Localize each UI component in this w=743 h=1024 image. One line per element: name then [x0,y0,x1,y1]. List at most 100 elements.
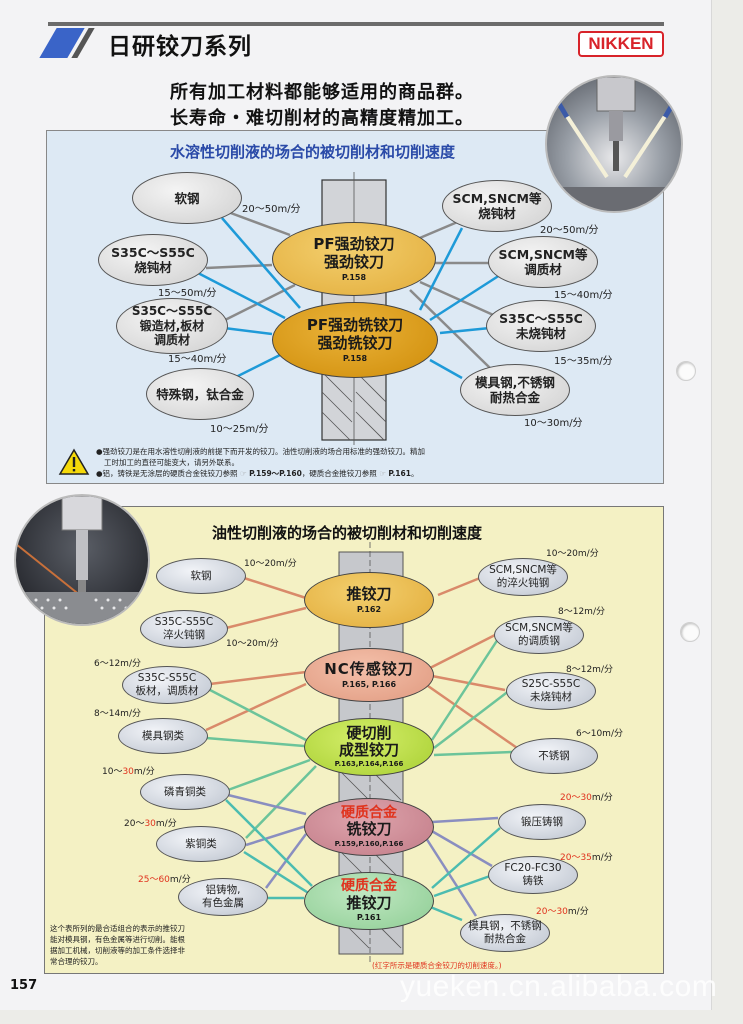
page-title: 日研铰刀系列 [108,34,252,60]
tool-name-alt: 强劲铰刀 [323,253,384,272]
material-label-2: 调质材 [524,262,562,277]
tool-name: 硬切削 [346,724,392,743]
material-label: S35C～S55C [499,311,583,326]
material-label: S35C-S55C [154,616,214,629]
material-copper: 紫铜类 [156,826,246,862]
water-notes: ●强劲铰刀是在用水溶性切削液的前提下而开发的铰刀。油性切削液的场合用标准的强劲铰… [96,447,536,480]
oil-section-title: 油性切削液的场合的被切削材和切削速度 [212,524,483,542]
speed-label: 6～12m/分 [94,656,141,669]
material-label: S35C～S55C [131,304,213,319]
tool-name: PF强劲铰刀 [313,235,395,254]
material-s35c-forged: S35C～S55C 锻造材,板材 调质材 [116,298,228,354]
speed-value: 10～20m/分 [244,559,297,569]
speed-unit: m/分 [567,907,589,917]
material-label-2: 有色金属 [202,897,244,909]
material-label-2: 锻造材,板材 [139,318,205,333]
page-ref: P.158 [341,273,367,283]
note-text: 。 [410,468,419,478]
tool-nc-sensor-reamer: NC传感铰刀 P.165, P.166 [304,648,434,702]
tool-carbide-mill-reamer: 硬质合金 铣铰刀 P.159,P.160,P.166 [304,798,434,856]
page-ref: P.161 [388,468,411,478]
speed-label: 10～30m/分 [102,764,155,777]
material-label: SCM,SNCM等 [498,247,588,262]
speed-value-red: 20～30 [560,793,592,803]
material-label-2: 耐热合金 [489,390,540,405]
material-forged-cast-steel: 锻压铸钢 [498,804,586,840]
material-label: 磷青铜类 [164,785,206,798]
tool-name-alt: 强劲铣铰刀 [317,334,393,353]
speed-label: 15～40m/分 [554,290,613,301]
speed-unit: m/分 [591,853,613,863]
page-ref: P.162 [356,605,382,615]
speed-value: 10～ [102,767,123,777]
speed-label: 10～20m/分 [244,556,297,569]
speed-label: 6～10m/分 [576,726,623,739]
material-label: SCM,SNCM等 [452,191,542,206]
tool-material-red: 硬质合金 [341,804,397,821]
speed-value-red: 20～35 [560,853,592,863]
note-line: 工时加工的直径可能变大，请另外联系。 [104,457,239,467]
page-ref: P.159～P.160 [249,468,302,478]
speed-value: 6～12m/分 [94,659,141,669]
material-label: S25C-S55C [521,678,581,691]
material-die-stainless-heat: 模具钢，不锈钢耐热合金 [460,914,550,952]
material-label: SCM,SNCM等 [505,622,573,635]
speed-label: 10～25m/分 [210,424,269,435]
speed-label: 20～50m/分 [242,204,301,215]
note-line: 据加工机械，切削液等的加工条件选择非 [50,945,185,955]
warning-icon [58,448,90,475]
tool-carbide-push-reamer: 硬质合金 推铰刀 P.161 [304,872,434,930]
speed-label: 20～30m/分 [536,904,589,917]
tool-name: PF强劲铣铰刀 [306,316,404,335]
material-label-2: 板材，调质材 [135,685,199,697]
hand-pointer-icon: ☞ [239,468,247,478]
speed-label: 20～30m/分 [560,790,613,803]
page-ref: P.161 [356,913,382,923]
tagline-1: 所有加工材料都能够适用的商品群。 [170,82,474,103]
tool-name: NC传感铰刀 [324,660,414,679]
page-ref: P.163,P.164,P.166 [334,760,404,769]
speed-label: 20～30m/分 [124,816,177,829]
tool-name: 铣铰刀 [346,820,392,839]
material-scm-annealed: SCM,SNCM等 烧钝材 [442,180,552,232]
material-scm-tempered: SCM,SNCM等的调质钢 [494,616,584,654]
material-s35c-annealed: S35C～S55C 烧钝材 [98,234,208,286]
note-line: 常合理的铰刀。 [50,956,103,966]
note-line: ●强劲铰刀是在用水溶性切削液的前提下而开发的铰刀。油性切削液的场合用标准的强劲铰… [96,447,426,456]
speed-label: 25～60m/分 [138,872,191,885]
speed-unit: m/分 [133,767,155,777]
speed-value-red: 25～60 [138,875,170,885]
tool-push-reamer: 推铰刀 P.162 [304,572,434,628]
speed-label: 10～20m/分 [546,546,599,559]
tool-material-red: 硬质合金 [341,878,397,895]
material-special-steel: 特殊钢，钛合金 [146,368,254,420]
material-label: 模具钢,不锈钢 [475,375,555,390]
tool-hard-cutting-form-reamer: 硬切削 成型铰刀 P.163,P.164,P.166 [304,718,434,776]
page-ref: P.158 [342,354,368,364]
speed-value: 20～ [124,819,145,829]
tool-name: 推铰刀 [346,585,392,604]
material-phosphor-bronze: 磷青铜类 [140,774,230,810]
material-label: 铝铸物, [205,884,241,897]
tagline-2: 长寿命・难切削材的高精度精加工。 [170,108,474,129]
material-label-3: 调质材 [153,333,190,348]
material-scm-tempered: SCM,SNCM等 调质材 [488,236,598,288]
material-label: FC20-FC30 [504,862,562,875]
speed-label: 20～35m/分 [560,850,613,863]
nikken-logo: NIKKEN [578,31,664,57]
page-ref: P.165, P.166 [341,680,397,690]
note-line: 这个表所列的最合适组合的表示的推铰刀 [50,924,185,933]
speed-label: 15～40m/分 [168,354,227,365]
note-line: ●铝，铸铁是无涂层的硬质合金铣铰刀参照 ☞ P.159～P.160，硬质合金推铰… [96,469,536,480]
binder-hole [680,622,700,642]
material-label: S35C-S55C [137,672,197,685]
material-label: 锻压铸钢 [521,815,563,828]
material-label: 不锈钢 [538,749,570,762]
material-label: 软钢 [190,569,212,582]
water-section-title: 水溶性切削液的场合的被切削材和切削速度 [170,143,456,161]
speed-label: 8～14m/分 [94,706,141,719]
material-label: 特殊钢，钛合金 [156,386,244,402]
oil-note: 这个表所列的最合适组合的表示的推铰刀 能对模具钢，有色金属等进行切削。能根 据加… [50,924,200,968]
material-label-2: 的调质钢 [518,635,560,647]
